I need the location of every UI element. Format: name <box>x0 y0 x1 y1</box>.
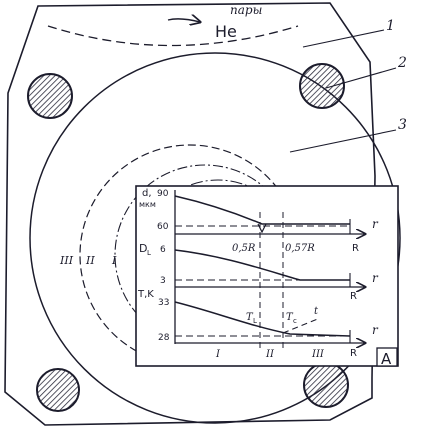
inset-tag-box <box>376 347 398 367</box>
d-ylabel: d, <box>142 188 152 199</box>
graph-D: D L 6 3 R r <box>139 242 379 302</box>
flow-dashed-arc <box>47 25 299 47</box>
D-axis-label: r <box>372 271 379 285</box>
zone-label-3: III <box>59 254 74 267</box>
leader-3 <box>289 129 397 153</box>
inset-tag: A <box>381 350 392 368</box>
T-zone-1: I <box>215 349 221 360</box>
d-tick-high: 90 <box>157 189 169 199</box>
d-r-label: R <box>352 243 359 254</box>
T-axis-label: r <box>372 323 379 337</box>
part-label-3: 3 <box>398 117 407 133</box>
leader-1 <box>302 29 385 48</box>
gas-label: He <box>215 22 237 41</box>
bolt-bottom-left <box>36 368 80 412</box>
d-marker-icon <box>257 223 267 234</box>
T-curve <box>174 301 351 337</box>
part-label-1: 1 <box>386 18 395 34</box>
d-note-057R: 0,57R <box>285 243 315 254</box>
Tc-label: T <box>286 312 294 323</box>
T-dashed-line <box>282 317 321 334</box>
bolt-bottom-right <box>303 362 349 408</box>
D-ylabel-sub: L <box>147 249 151 257</box>
d-curve <box>174 195 350 225</box>
D-curve <box>174 249 350 281</box>
leader-2 <box>325 67 397 89</box>
graph-T: T,K 33 28 T L T c t I II III R r <box>137 289 379 360</box>
T-tick-high: 33 <box>158 298 169 308</box>
D-ylabel: D <box>139 242 147 255</box>
zone-label-2: II <box>85 254 95 267</box>
graph-d: d, мкм 90 60 0,5R 0,57R R r <box>139 188 379 254</box>
bolt-top-left <box>27 73 73 119</box>
T-tick-low: 28 <box>158 333 170 343</box>
zone-label-1: I <box>111 254 117 267</box>
TL-sub: L <box>253 317 257 325</box>
part-label-2: 2 <box>397 55 407 71</box>
d-tick-low: 60 <box>157 222 169 232</box>
T-zone-2: II <box>265 349 275 360</box>
bolt-top-right <box>299 63 345 109</box>
T-zone-3: III <box>311 349 325 360</box>
T-ylabel: T,K <box>137 289 154 300</box>
vapor-label: пары <box>230 3 262 17</box>
flow-arrow-icon <box>167 19 200 22</box>
T-note-t: t <box>314 306 319 317</box>
d-note-05R: 0,5R <box>232 243 256 254</box>
TL-label: T <box>246 312 254 323</box>
d-ylabel-unit: мкм <box>139 200 156 209</box>
Tc-sub: c <box>293 317 297 325</box>
D-r-label: R <box>350 291 357 302</box>
T-r-label: R <box>350 348 357 359</box>
housing-outline <box>4 2 376 426</box>
D-tick-low: 3 <box>160 276 166 286</box>
d-axis-label: r <box>372 217 379 231</box>
D-tick-high: 6 <box>160 245 166 255</box>
chamber-circle <box>29 52 401 424</box>
